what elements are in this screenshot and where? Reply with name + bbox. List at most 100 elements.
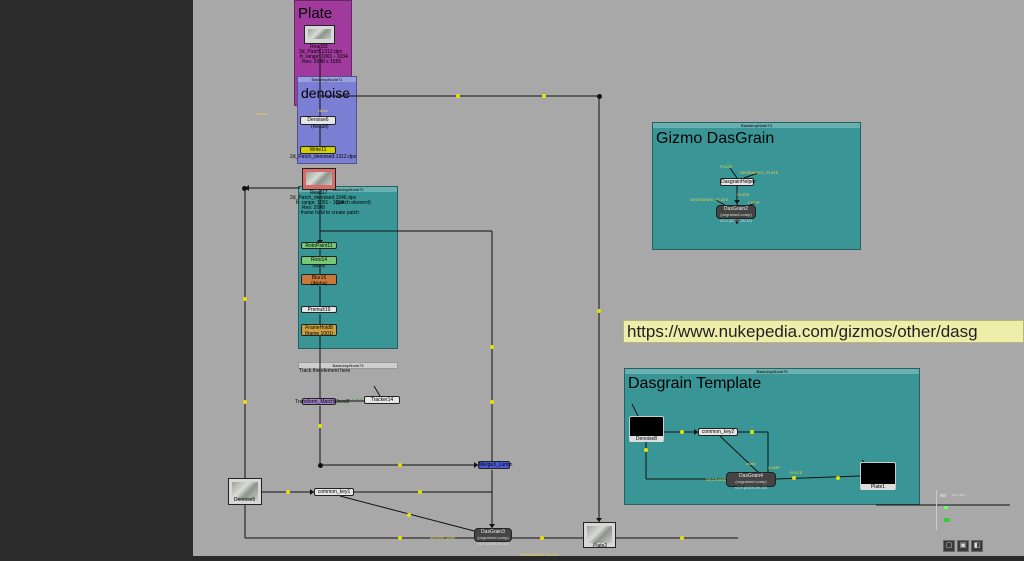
status-bar	[193, 556, 1024, 561]
wire-dot[interactable]	[243, 297, 247, 301]
wire-dot[interactable]	[680, 536, 684, 540]
write11-label: Write11	[309, 147, 327, 153]
backdrop-template-title: Dasgrain Template	[628, 375, 762, 392]
rotopaint11-label: RotoPaint11	[305, 243, 333, 249]
gizmo-dasgrain-sub: (ungrained comp)	[720, 212, 752, 217]
blur16-label: Blur16	[311, 275, 327, 281]
url-sticky-note[interactable]: https://www.nukepedia.com/gizmos/other/d…	[623, 320, 1024, 343]
backdrop-patch[interactable]: BackdropNode72	[298, 186, 398, 349]
url-text: https://www.nukepedia.com/gizmos/other/d…	[627, 322, 978, 341]
read33-thumbnail[interactable]	[304, 25, 335, 44]
navigator[interactable]: pro dev ▢ ▣ ◧	[930, 462, 1024, 558]
dasgrain3-ver: v1.0 (2020-09-12)	[477, 541, 509, 546]
backdrop-track[interactable]: BackdropNode73	[298, 362, 398, 369]
template-degrained-label: DEGRAINED_PLATE	[706, 477, 744, 482]
denoise6-node[interactable]: Denoise6	[300, 116, 336, 125]
wire-dot[interactable]	[243, 400, 247, 404]
wire-dot[interactable]	[836, 476, 840, 480]
backdrop-denoise-title: denoise	[301, 85, 351, 101]
wire-dot[interactable]	[398, 463, 402, 467]
template-keymix-label: common_key2	[701, 429, 735, 435]
premult19-node[interactable]: Premult19	[301, 306, 337, 313]
transform-node[interactable]: Transform_MatchMove8	[295, 398, 349, 405]
template-plate-node[interactable]: Plate1	[860, 462, 896, 490]
gizmo-dasgrain-node[interactable]: DasGrain2 (ungrained comp) v1.0 (2020-09…	[716, 205, 756, 223]
read33-range: fr. range: 1001 - 1034	[300, 54, 348, 60]
backdrop-plate-title: Plate	[298, 5, 333, 22]
roto14-node[interactable]: Roto14 (Alpha)	[301, 256, 337, 268]
wire-dot[interactable]	[490, 345, 494, 349]
wire-dot[interactable]	[398, 536, 402, 540]
dasgrain3-node[interactable]: DasGrain3 (ungrained comp) v1.0 (2020-09…	[474, 528, 512, 546]
framehold-sub: (frame 1001)	[304, 331, 334, 337]
wire-dot[interactable]	[318, 424, 322, 428]
gizmo-degrained-left: DEGRAINED_PLATE	[690, 197, 729, 202]
template-dasgrain-node[interactable]: DasGrain4 (ungrained comp) v1.0 (2020-09…	[726, 472, 776, 490]
tracker14-node[interactable]: Tracker14	[364, 396, 400, 404]
blur16-node[interactable]: Blur16 (Alpha)	[301, 274, 337, 287]
template-dasgrain-ver: v1.0 (2020-09-12)	[735, 485, 767, 490]
read17-thumbnail[interactable]	[302, 168, 336, 190]
wire-dot[interactable]	[792, 476, 796, 480]
backdrop-patch-header: BackdropNode72	[299, 187, 397, 192]
wire-dot[interactable]	[750, 430, 754, 434]
wire-dot[interactable]	[644, 448, 648, 452]
dasgrain3-sub: (ungrained comp)	[477, 535, 509, 540]
keymix1-label: common_key1	[317, 489, 351, 495]
nav-zoom-icon[interactable]: ▣	[957, 540, 969, 552]
read17-range: fr. range: 1001 - 1034	[296, 200, 344, 206]
backdrop-gizmo[interactable]: BackdropNode74 Gizmo DasGrain	[652, 122, 861, 250]
navigator-area	[936, 490, 968, 530]
wire-dot[interactable]	[490, 400, 494, 404]
framehold-node[interactable]: FrameHold8 (frame 1001)	[301, 324, 337, 337]
denoise5-thumbnail[interactable]	[228, 478, 262, 505]
backdrop-template-header: BackdropNode75	[625, 369, 919, 374]
wire-dot[interactable]	[407, 513, 411, 517]
denoise6-sub: (Result)	[311, 124, 329, 130]
read17-file: 2d_Patch_denoised.1046.dpx	[290, 195, 357, 201]
merge-label: Merge3_Lumin	[479, 462, 513, 468]
wire-dot[interactable]	[542, 94, 546, 98]
rotopaint11-node[interactable]: RotoPaint11	[301, 242, 337, 249]
template-comp-label: COMP	[768, 465, 780, 470]
wire-dot[interactable]	[597, 309, 601, 313]
wire-dot[interactable]	[540, 536, 544, 540]
read17-label: Read17	[310, 190, 328, 196]
nav-fit-icon[interactable]: ▢	[943, 540, 955, 552]
navigator-node	[944, 518, 950, 522]
template-plate-label-node: Plate1	[861, 484, 895, 490]
gizmo-dasgrain-label: DasGrain2	[724, 206, 748, 212]
plate2-thumbnail[interactable]	[583, 522, 616, 548]
wire-dot[interactable]	[456, 94, 460, 98]
wire-dot[interactable]	[418, 490, 422, 494]
wire-dot[interactable]	[318, 463, 323, 468]
write11-node[interactable]: Write11	[300, 146, 336, 154]
wire-dot[interactable]	[597, 94, 602, 99]
wire-dot[interactable]	[242, 186, 247, 191]
tracker14-label: Tracker14	[370, 397, 394, 403]
nav-view-icon[interactable]: ◧	[971, 540, 983, 552]
template-denoise-node[interactable]: Denoise8	[629, 416, 664, 442]
read17-note1: (patch element)	[336, 200, 371, 206]
wire-dot[interactable]	[680, 430, 684, 434]
properties-panel	[0, 0, 193, 561]
dasgrain3-label: DasGrain3	[481, 529, 505, 535]
read17-image	[306, 172, 332, 185]
keymix1-node[interactable]: common_key1	[314, 488, 354, 496]
bottom-left-label: denoise_grain	[430, 535, 456, 540]
plate2-image	[587, 526, 612, 543]
bottom-label: DEGRAINED_PLATE	[520, 552, 559, 557]
premult19-label: Premult19	[307, 307, 331, 313]
roto14-sub: (Alpha)	[312, 263, 326, 268]
merge-node[interactable]: Merge3_Lumin	[478, 461, 513, 469]
transform-label: Transform_MatchMove8	[295, 399, 349, 405]
template-mask-label: mask	[746, 461, 756, 466]
plate2-label: Plate2	[593, 543, 608, 549]
template-keymix-node[interactable]: common_key2	[698, 428, 738, 436]
wire-dot[interactable]	[286, 490, 290, 494]
gizmo-degrained-label: DEGRAINED_PLATE	[740, 170, 779, 175]
gizmo-helper-node[interactable]: DasgrainHelper	[720, 178, 756, 186]
navigator-label: pro dev	[952, 492, 966, 497]
gizmo-comp-label: COMP	[748, 200, 760, 205]
